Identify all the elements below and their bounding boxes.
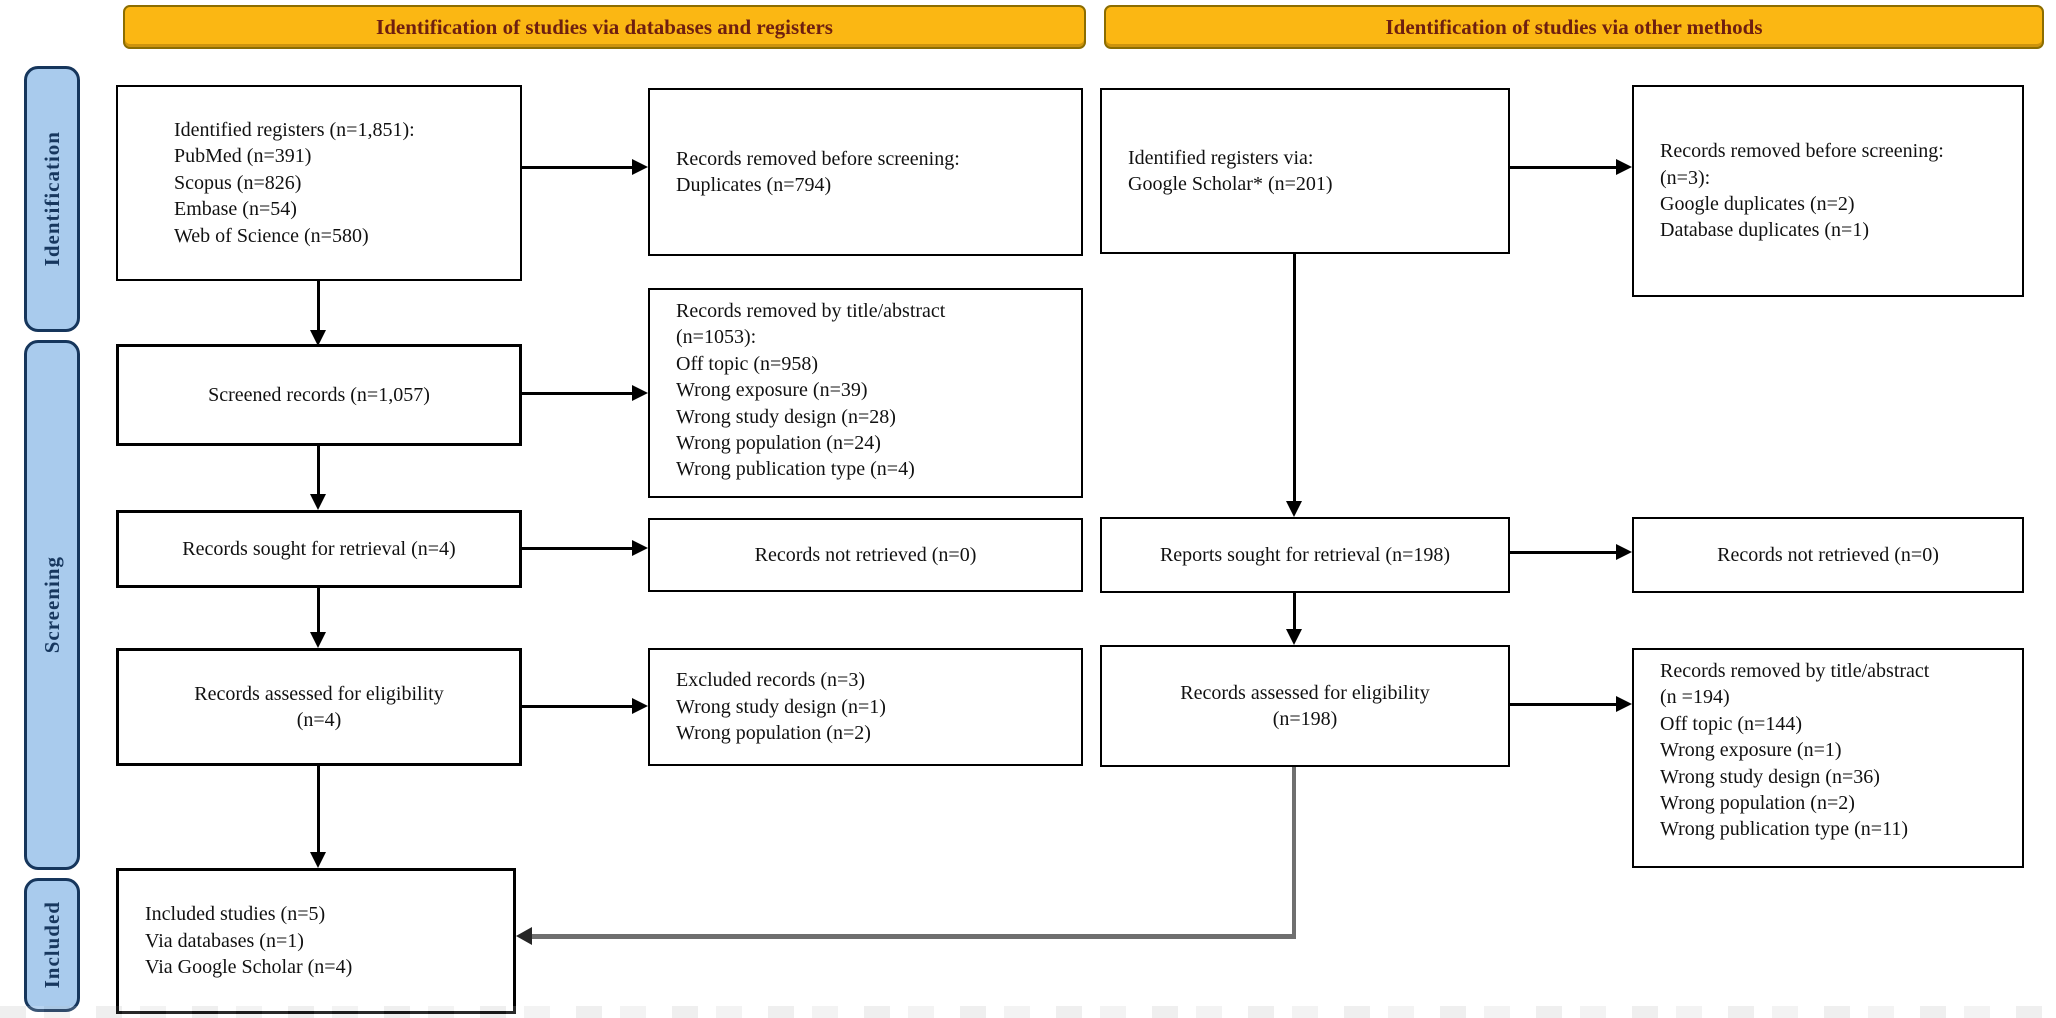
stage-identification-label: Identification (39, 131, 64, 267)
arrow-down-icon (310, 494, 326, 510)
arrow-line (522, 705, 632, 708)
box-item: Web of Science (n=580) (174, 224, 369, 247)
box-reports-sought-retrieval: Reports sought for retrieval (n=198) (1100, 517, 1510, 593)
box-item: Wrong study design (n=28) (676, 405, 896, 428)
stage-included: Included (24, 878, 80, 1012)
arrow-line (1510, 551, 1616, 554)
box-identified-registers: Identified registers (n=1,851): PubMed (… (116, 85, 522, 281)
box-item: Wrong exposure (n=1) (1660, 739, 1842, 762)
header-other-methods: Identification of studies via other meth… (1104, 5, 2044, 49)
box-included-studies: Included studies (n=5) Via databases (n=… (116, 868, 516, 1014)
arrow-line (1510, 166, 1616, 169)
box-title: Records removed by title/abstract (676, 300, 946, 322)
box-title: Records not retrieved (n=0) (754, 543, 977, 566)
box-title: Reports sought for retrieval (n=198) (1159, 543, 1451, 566)
arrow-line (317, 281, 320, 330)
box-records-not-retrieved-other: Records not retrieved (n=0) (1632, 517, 2024, 593)
box-title: Records not retrieved (n=0) (1717, 543, 1939, 566)
box-title: Records assessed for eligibility (194, 682, 444, 705)
box-title: Records removed before screening: (1660, 140, 1944, 163)
box-identified-google-scholar: Identified registers via: Google Scholar… (1100, 88, 1510, 254)
box-records-sought-retrieval: Records sought for retrieval (n=4) (116, 510, 522, 588)
arrow-line (1293, 254, 1296, 501)
box-item: Google Scholar* (n=201) (1128, 173, 1333, 195)
arrow-line (1510, 703, 1616, 706)
box-item: Wrong study design (n=1) (676, 695, 886, 718)
box-screened-records: Screened records (n=1,057) (116, 344, 522, 446)
box-item: Wrong publication type (n=11) (1660, 818, 1909, 841)
box-item: Off topic (n=958) (676, 352, 818, 375)
arrow-left-icon (516, 927, 532, 945)
stage-included-label: Included (39, 901, 64, 989)
arrow-right-icon (1616, 696, 1632, 712)
box-title: Included studies (n=5) (145, 903, 326, 926)
arrow-line (317, 588, 320, 632)
box-removed-title-abstract-other: Records removed by title/abstract (n =19… (1632, 648, 2024, 868)
arrow-right-icon (1616, 159, 1632, 175)
arrow-right-icon (632, 540, 648, 556)
box-item: Duplicates (n=794) (676, 174, 832, 196)
box-item: Via Google Scholar (n=4) (145, 956, 353, 979)
box-excluded-records: Excluded records (n=3) Wrong study desig… (648, 648, 1083, 766)
arrow-right-icon (632, 385, 648, 401)
arrow-line (522, 166, 632, 169)
arrow-down-icon (1286, 501, 1302, 517)
box-item: Wrong study design (n=36) (1660, 765, 1880, 788)
cutoff-caption-remnant (0, 1006, 2056, 1018)
arrow-down-icon (310, 330, 326, 346)
connector-line (1292, 767, 1296, 938)
box-records-assessed-eligibility: Records assessed for eligibility (n=4) (116, 648, 522, 766)
stage-identification: Identification (24, 66, 80, 332)
arrow-down-icon (310, 852, 326, 868)
box-title: Excluded records (n=3) (676, 669, 865, 692)
box-item: Wrong population (n=24) (676, 431, 881, 454)
header-left-label: Identification of studies via databases … (376, 14, 833, 39)
arrow-right-icon (1616, 544, 1632, 560)
box-item: PubMed (n=391) (174, 145, 312, 168)
box-title: Records assessed for eligibility (1180, 681, 1430, 704)
stage-screening: Screening (24, 340, 80, 870)
arrow-line (522, 547, 632, 550)
stage-screening-label: Screening (39, 556, 64, 654)
box-subtitle: (n=198) (1272, 708, 1338, 730)
arrow-line (522, 392, 632, 395)
header-databases-registers: Identification of studies via databases … (123, 5, 1086, 49)
arrow-right-icon (632, 698, 648, 714)
box-item: Wrong exposure (n=39) (676, 379, 868, 402)
box-title: Identified registers (n=1,851): (174, 119, 415, 142)
box-removed-title-abstract: Records removed by title/abstract (n=105… (648, 288, 1083, 498)
arrow-line (317, 766, 320, 852)
box-subtitle: (n=1053): (676, 326, 757, 349)
box-item: Database duplicates (n=1) (1660, 219, 1869, 242)
box-title: Records removed by title/abstract (1660, 660, 1930, 682)
arrow-down-icon (310, 632, 326, 648)
box-item: Google duplicates (n=2) (1660, 193, 1855, 215)
box-item: Scopus (n=826) (174, 171, 302, 194)
arrow-line (317, 446, 320, 494)
box-records-assessed-eligibility-other: Records assessed for eligibility (n=198) (1100, 645, 1510, 767)
header-right-label: Identification of studies via other meth… (1385, 14, 1763, 39)
box-item: Off topic (n=144) (1660, 712, 1802, 735)
arrow-right-icon (632, 159, 648, 175)
box-records-not-retrieved: Records not retrieved (n=0) (648, 518, 1083, 592)
box-item: Embase (n=54) (174, 198, 297, 221)
box-removed-before-screening-other: Records removed before screening: (n=3):… (1632, 85, 2024, 297)
box-item: Wrong publication type (n=4) (676, 458, 915, 481)
box-subtitle: (n =194) (1660, 686, 1730, 709)
box-item: Via databases (n=1) (145, 929, 304, 952)
arrow-line (1293, 593, 1296, 629)
box-subtitle: (n=3): (1660, 166, 1711, 189)
arrow-down-icon (1286, 629, 1302, 645)
box-removed-before-screening: Records removed before screening: Duplic… (648, 88, 1083, 256)
box-title: Records removed before screening: (676, 147, 960, 170)
box-title: Records sought for retrieval (n=4) (182, 537, 456, 560)
connector-line (532, 934, 1296, 939)
box-item: Wrong population (n=2) (676, 722, 871, 745)
box-title: Screened records (n=1,057) (208, 383, 430, 406)
box-title: Identified registers via: (1128, 146, 1314, 169)
box-item: Wrong population (n=2) (1660, 791, 1855, 814)
box-subtitle: (n=4) (296, 709, 342, 731)
